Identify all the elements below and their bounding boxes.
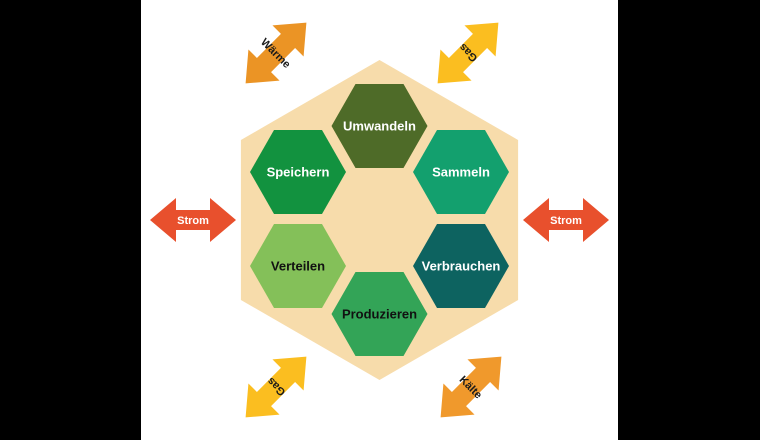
arrow-kaelte-shape xyxy=(425,341,517,433)
sector-coupling-hexagon-diagram: Umwandeln Sammeln Verbrauchen Produziere… xyxy=(150,7,609,433)
arrow-strom-left[interactable]: Strom xyxy=(150,198,236,242)
letterbox-bar-left xyxy=(0,0,141,440)
node-produzieren-shape xyxy=(331,272,428,356)
arrow-strom-left-shape xyxy=(150,198,236,242)
node-verteilen-shape xyxy=(250,224,346,308)
letterbox-bar-right xyxy=(618,0,760,440)
node-speichern-shape xyxy=(250,130,346,214)
arrow-gas-top[interactable]: Gas xyxy=(422,7,514,99)
arrow-gas-top-shape xyxy=(422,7,514,99)
arrow-kaelte[interactable]: Kälte xyxy=(425,341,517,433)
node-umwandeln-shape xyxy=(331,84,428,168)
node-verbrauchen-shape xyxy=(413,224,509,308)
arrow-strom-right[interactable]: Strom xyxy=(523,198,609,242)
diagram-canvas: Umwandeln Sammeln Verbrauchen Produziere… xyxy=(141,0,618,440)
arrow-gas-bottom-shape xyxy=(230,341,322,433)
node-sammeln-shape xyxy=(413,130,509,214)
arrow-waerme-shape xyxy=(230,7,322,99)
arrow-waerme[interactable]: Wärme xyxy=(230,7,322,99)
arrow-gas-bottom[interactable]: Gas xyxy=(230,341,322,433)
arrow-strom-right-shape xyxy=(523,198,609,242)
